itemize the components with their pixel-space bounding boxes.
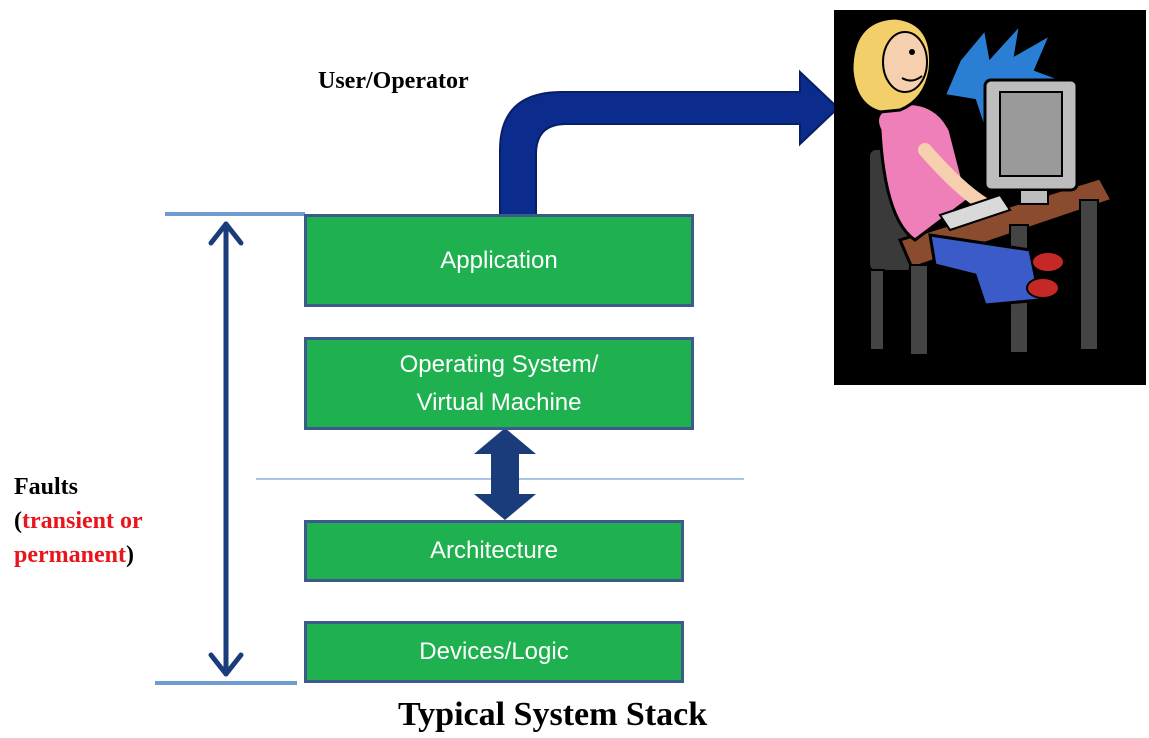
faults-kind-line2: permanent	[14, 542, 126, 568]
faults-open-paren: (	[14, 508, 22, 534]
layer-operating-system: Operating System/ Virtual Machine	[304, 337, 694, 430]
layer-architecture-label: Architecture	[429, 537, 559, 565]
faults-close-paren: )	[125, 542, 134, 568]
layer-devices-logic-label: Devices/Logic	[419, 638, 569, 666]
user-operator-label: User/Operator	[318, 68, 469, 94]
os-architecture-double-arrow	[474, 428, 536, 520]
layer-application-label: Application	[440, 246, 558, 274]
layer-application: Application	[304, 214, 694, 307]
faults-annotation: Faults (transient or permanent)	[14, 470, 143, 572]
faults-title: Faults	[14, 474, 79, 500]
layer-os-label-line1: Operating System/	[399, 351, 599, 379]
fault-range-arrow	[208, 221, 244, 677]
layer-devices-logic: Devices/Logic	[304, 621, 684, 683]
layer-architecture: Architecture	[304, 520, 684, 582]
figure-caption: Typical System Stack	[398, 696, 708, 733]
layer-os-label-line2: Virtual Machine	[416, 388, 582, 416]
faults-kind-line1: transient or	[22, 508, 143, 534]
user-at-computer-illustration	[834, 10, 1146, 385]
application-to-user-arrow	[499, 69, 840, 217]
